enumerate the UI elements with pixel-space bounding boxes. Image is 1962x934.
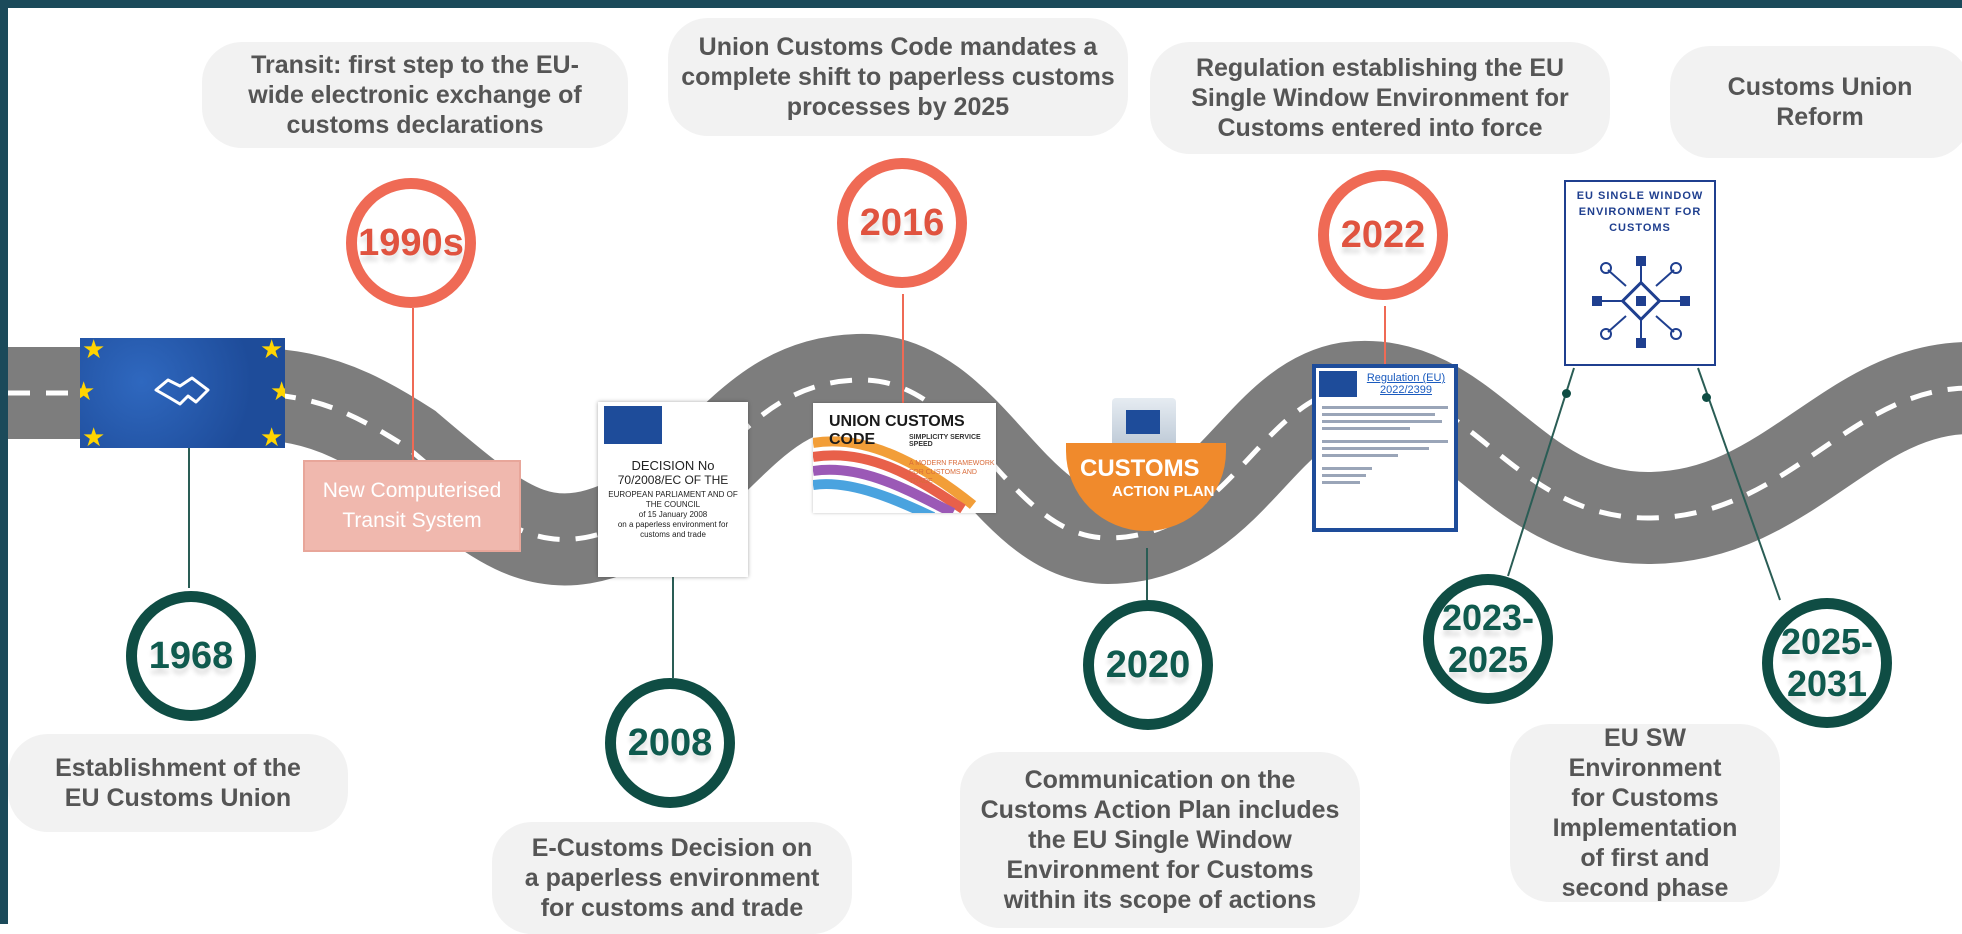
ncts-banner: New Computerised Transit System: [303, 460, 521, 552]
year-circle-1968: 1968: [126, 591, 256, 721]
action-plan-line-1: CUSTOMS: [1080, 455, 1200, 482]
year-circle-2016: 2016: [837, 158, 967, 288]
decision-line-4: of 15 January 2008: [638, 510, 708, 519]
connector-1990s: [412, 308, 414, 460]
eu-flag-icon: [1319, 371, 1357, 397]
decision-document-image: DECISION No 70/2008/EC OF THE EUROPEAN P…: [598, 402, 748, 577]
union-customs-code-image: UNION CUSTOMS CODE SIMPLICITY SERVICE SP…: [813, 403, 996, 513]
ucc-waves: [813, 436, 977, 513]
customs-action-plan-image: CUSTOMS ACTION PLAN: [1066, 393, 1226, 543]
milestone-text-2023-2025: EU SW Environment for Customs Implementa…: [1510, 724, 1780, 902]
connector-2025-2031: [1697, 367, 1781, 601]
network-icon: [1592, 256, 1690, 348]
year-circle-2020: 2020: [1083, 600, 1213, 730]
diagonal-connectors: [1507, 367, 1781, 601]
regulation-title: Regulation (EU) 2022/2399: [1366, 372, 1446, 396]
milestone-text-2020: Communication on the Customs Action Plan…: [960, 752, 1360, 928]
eu-flag-icon: [604, 406, 662, 444]
connector-dot-2023: [1562, 389, 1571, 398]
ucc-subtitle: A MODERN FRAMEWORK FOR CUSTOMS AND TRADE: [909, 460, 995, 485]
decision-line-1: DECISION No: [631, 458, 715, 473]
handshake-icon: [154, 376, 210, 406]
decision-line-5: on a paperless environment for customs a…: [617, 520, 729, 539]
milestone-text-2025-2031: Customs Union Reform: [1670, 46, 1962, 158]
milestone-text-2008: E-Customs Decision on a paperless enviro…: [492, 822, 852, 934]
connector-1968: [188, 448, 190, 588]
milestone-text-1990s: Transit: first step to the EU- wide elec…: [202, 42, 628, 148]
eu-flag-handshake-image: ★ ★ ★ ★ ★ ★: [80, 338, 285, 448]
connector-dot-2025: [1702, 393, 1711, 402]
ucc-tagline: SIMPLICITY SERVICE SPEED: [909, 434, 981, 448]
connector-2020: [1146, 548, 1148, 600]
ucc-title: UNION CUSTOMS CODE: [829, 413, 965, 448]
decision-body: EUROPEAN PARLIAMENT AND OF THE COUNCIL o…: [602, 490, 744, 540]
eu-single-window-logo: EU SINGLE WINDOW ENVIRONMENT FOR CUSTOMS: [1564, 180, 1716, 366]
action-plan-line-2: ACTION PLAN: [1112, 483, 1215, 500]
connector-2008: [672, 576, 674, 678]
milestone-text-1968: Establishment of the EU Customs Union: [8, 734, 348, 832]
connector-2023-2025: [1507, 367, 1575, 577]
year-circle-2023-2025: 2023- 2025: [1423, 574, 1553, 704]
year-circle-2022: 2022: [1318, 170, 1448, 300]
year-circle-1990s: 1990s: [346, 178, 476, 308]
year-circle-2025-2031: 2025- 2031: [1762, 598, 1892, 728]
connector-2016: [902, 294, 904, 404]
milestone-text-2022: Regulation establishing the EU Single Wi…: [1150, 42, 1610, 154]
regulation-document-image: Regulation (EU) 2022/2399: [1312, 364, 1458, 532]
sw-logo-text: EU SINGLE WINDOW ENVIRONMENT FOR CUSTOMS: [1576, 190, 1704, 234]
decision-line-3: EUROPEAN PARLIAMENT AND OF THE COUNCIL: [608, 490, 738, 509]
decision-line-2: 70/2008/EC OF THE: [617, 473, 729, 487]
regulation-text-lines: [1322, 406, 1448, 488]
action-plan-banner: CUSTOMS ACTION PLAN: [1066, 443, 1226, 531]
connector-2022: [1384, 306, 1386, 364]
year-circle-2008: 2008: [605, 678, 735, 808]
milestone-text-2016: Union Customs Code mandates a complete s…: [668, 18, 1128, 136]
